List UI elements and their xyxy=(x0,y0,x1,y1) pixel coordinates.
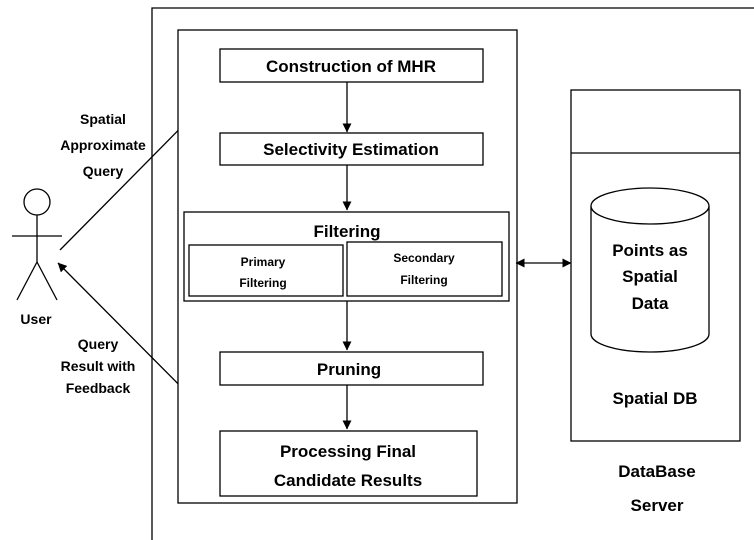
secondary-filtering-label-line-2: Filtering xyxy=(400,273,447,287)
primary-filtering-box xyxy=(188,244,344,297)
selectivity-step-label: Selectivity Estimation xyxy=(263,140,439,159)
user-label: User xyxy=(20,311,52,327)
cylinder-label-line-2: Spatial xyxy=(622,267,678,286)
response-label-line-2: Result with xyxy=(61,358,136,374)
secondary-filtering-box xyxy=(346,241,503,297)
final-processing-step-box xyxy=(219,430,478,497)
request-label-line-3: Query xyxy=(83,163,124,179)
construction-step-label: Construction of MHR xyxy=(266,57,436,76)
selectivity-step-box xyxy=(219,132,484,166)
response-label-line-3: Feedback xyxy=(66,380,131,396)
primary-filtering-label-line-2: Filtering xyxy=(239,276,286,290)
server-label-line-1: DataBase xyxy=(618,462,696,481)
request-label: Spatial Approximate Query xyxy=(60,111,146,179)
secondary-filtering-label-line-1: Secondary xyxy=(393,251,455,265)
construction-step-box xyxy=(219,48,484,83)
response-label-line-1: Query xyxy=(78,336,119,352)
request-label-line-2: Approximate xyxy=(60,137,146,153)
spatial-db-label: Spatial DB xyxy=(612,389,697,408)
request-label-line-1: Spatial xyxy=(80,111,126,127)
primary-filtering-label-line-1: Primary xyxy=(241,255,286,269)
pruning-step-label: Pruning xyxy=(317,360,381,379)
final-processing-label-line-1: Processing Final xyxy=(280,442,416,461)
server-region-frame xyxy=(151,7,754,540)
pruning-step-box xyxy=(219,351,484,386)
user-actor-icon xyxy=(12,188,62,301)
cylinder-label-line-1: Points as xyxy=(612,241,688,260)
filtering-step-title: Filtering xyxy=(313,222,380,241)
cylinder-label-line-3: Data xyxy=(632,294,669,313)
database-cylinder-icon xyxy=(590,187,710,353)
final-processing-label-line-2: Candidate Results xyxy=(274,471,422,490)
server-label-line-2: Server xyxy=(631,496,684,515)
response-label: Query Result with Feedback xyxy=(61,336,136,396)
